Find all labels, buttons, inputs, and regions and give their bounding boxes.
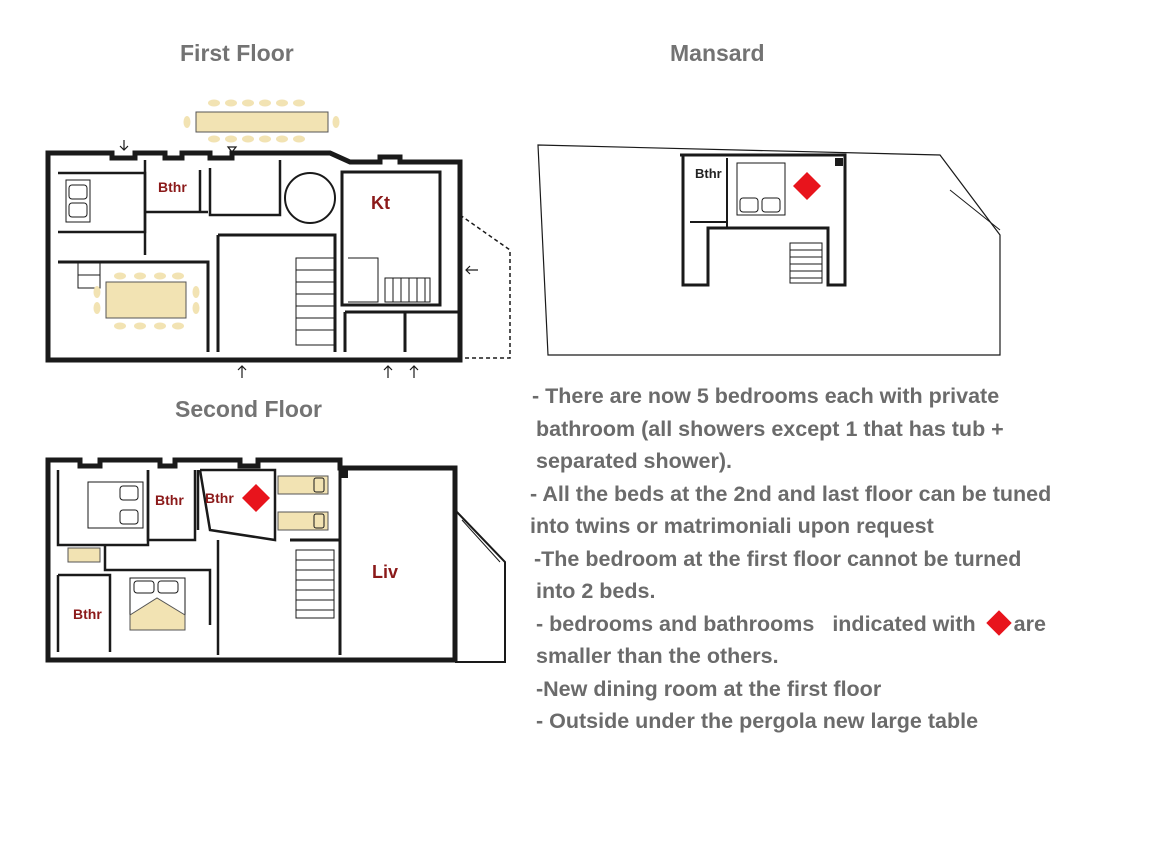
- mansard-plan: [537, 144, 1001, 356]
- note-line-8: - bedrooms and bathrooms indicated with ar…: [536, 608, 1132, 641]
- second-floor-bathroom-label-1: Bthr: [155, 492, 184, 508]
- pergola-table: [183, 99, 340, 143]
- note-line-8a: - bedrooms and bathrooms: [536, 611, 815, 636]
- mansard-bedroom-marker: [793, 172, 821, 200]
- note-line-4: - All the beds at the 2nd and last floor…: [530, 481, 1052, 506]
- marker-legend-diamond: [985, 609, 1012, 636]
- note-line-1: - There are now 5 bedrooms each with pri…: [532, 384, 1000, 408]
- note-line-11: - Outside under the pergola new large ta…: [536, 709, 979, 733]
- note-line-6: -The bedroom at the first floor cannot b…: [534, 546, 1022, 571]
- second-floor-title: Second Floor: [175, 396, 322, 422]
- first-floor-title: First Floor: [180, 40, 294, 66]
- note-line-2: bathroom (all showers except 1 that has …: [536, 416, 1004, 441]
- second-floor-bathroom-label-3: Bthr: [73, 606, 102, 622]
- first-floor-plan: [45, 99, 511, 378]
- first-floor-bathroom-label: Bthr: [158, 179, 187, 195]
- note-line-3: separated shower).: [536, 449, 732, 473]
- second-floor-bathroom-marker: [242, 484, 270, 512]
- note-line-9: smaller than the others.: [536, 644, 779, 668]
- second-floor-plan: [45, 457, 506, 663]
- first-floor-kitchen-label: Kt: [371, 193, 390, 213]
- note-line-10: -New dining room at the first floor: [536, 676, 882, 701]
- dining-table: [93, 272, 200, 330]
- mansard-title: Mansard: [670, 40, 765, 66]
- note-line-5: into twins or matrimoniali upon request: [530, 514, 934, 538]
- second-floor-living-label: Liv: [372, 562, 398, 582]
- second-floor-bathroom-label-2: Bthr: [205, 490, 234, 506]
- note-line-7: into 2 beds.: [536, 579, 656, 603]
- note-line-8c: are: [1013, 611, 1046, 636]
- mansard-bathroom-label: Bthr: [695, 166, 722, 181]
- notes-block: - There are now 5 bedrooms each with pri…: [530, 380, 1132, 738]
- note-line-8b: indicated with: [832, 611, 976, 636]
